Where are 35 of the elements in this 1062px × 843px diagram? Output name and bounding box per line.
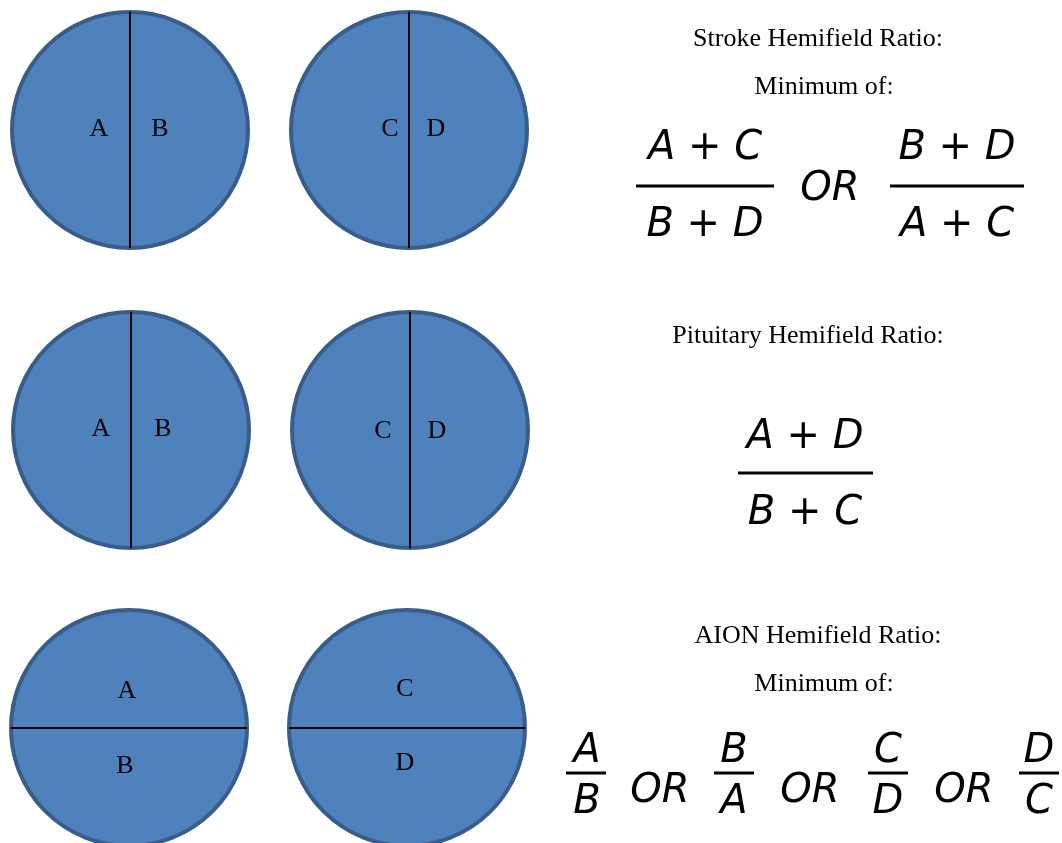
formula-term: B + D — [645, 199, 765, 245]
formula-term: D — [871, 776, 905, 822]
region-letter: C — [380, 113, 400, 143]
formula-term: D — [1022, 725, 1056, 771]
formula-term: C — [1024, 776, 1054, 822]
heading-text: Stroke Hemifield Ratio: — [692, 23, 944, 53]
formula-term: A + C — [897, 199, 1016, 245]
formula-term: A + C — [645, 122, 764, 168]
region-letter: D — [394, 747, 416, 777]
region-letter: B — [115, 750, 135, 780]
formula-term: A — [571, 725, 602, 771]
formula-term: B + C — [746, 487, 864, 533]
heading-text: Minimum of: — [753, 668, 895, 698]
region-letter: D — [426, 415, 448, 445]
region-letter: A — [88, 113, 110, 143]
region-letter: D — [425, 113, 447, 143]
formula-term: A + D — [744, 411, 865, 457]
region-letter: C — [373, 415, 393, 445]
operator-text: OR — [933, 765, 995, 811]
heading-text: AION Hemifield Ratio: — [693, 620, 943, 650]
region-letter: A — [90, 413, 112, 443]
formula-term: C — [873, 725, 903, 771]
formula-term: A — [718, 776, 749, 822]
region-letter: B — [153, 413, 173, 443]
formula-term: B — [719, 725, 749, 771]
region-letter: C — [395, 673, 415, 703]
region-letter: B — [150, 113, 170, 143]
heading-text: Pituitary Hemifield Ratio: — [671, 320, 945, 350]
operator-text: OR — [799, 163, 861, 209]
region-letter: A — [116, 675, 138, 705]
formula-term: B + D — [897, 122, 1017, 168]
formula-term: B — [572, 776, 602, 822]
heading-text: Minimum of: — [753, 71, 895, 101]
operator-text: OR — [629, 765, 691, 811]
operator-text: OR — [779, 765, 841, 811]
